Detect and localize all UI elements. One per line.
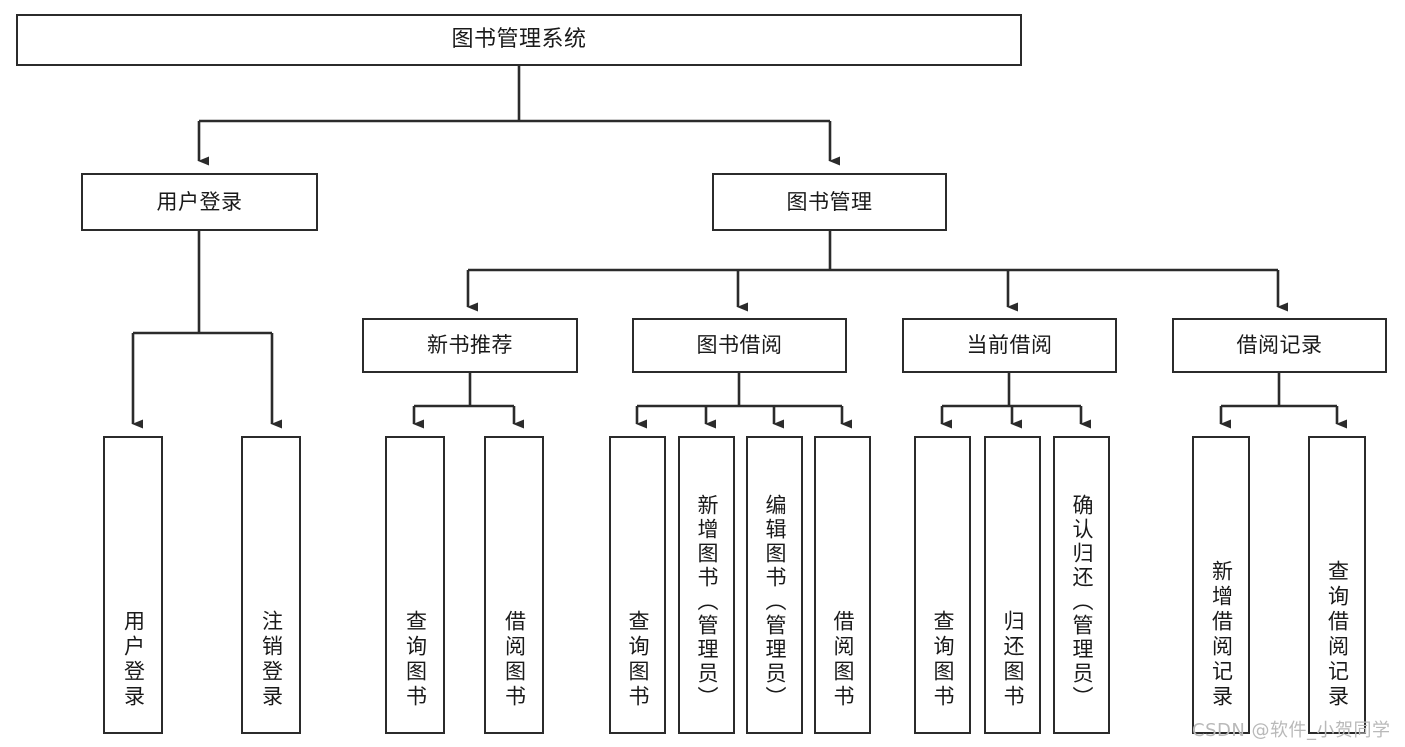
node-label: 注销登录 bbox=[259, 610, 284, 710]
node-leaf-query-book-borrow[interactable]: 查询图书 bbox=[609, 436, 666, 734]
node-label: 归还图书 bbox=[1001, 610, 1025, 710]
node-label: 查询借阅记录 bbox=[1325, 560, 1350, 710]
node-label: 查询图书 bbox=[931, 610, 955, 710]
node-leaf-add-book-admin[interactable]: 新增图书（管理员） bbox=[678, 436, 735, 734]
node-label: 确认归还（管理员） bbox=[1070, 494, 1094, 710]
node-leaf-query-book-current[interactable]: 查询图书 bbox=[914, 436, 971, 734]
node-root-book-management-system[interactable]: 图书管理系统 bbox=[16, 14, 1022, 66]
node-leaf-borrow-book-recommend[interactable]: 借阅图书 bbox=[484, 436, 544, 734]
node-label: 新增借阅记录 bbox=[1209, 560, 1234, 710]
node-label: 查询图书 bbox=[403, 610, 428, 710]
node-label: 新增图书（管理员） bbox=[695, 494, 719, 710]
node-leaf-user-login[interactable]: 用户登录 bbox=[103, 436, 163, 734]
node-new-book-recommendation[interactable]: 新书推荐 bbox=[362, 318, 578, 373]
watermark-text: CSDN @软件_小贺同学 bbox=[1192, 720, 1391, 741]
node-leaf-logout[interactable]: 注销登录 bbox=[241, 436, 301, 734]
node-leaf-edit-book-admin[interactable]: 编辑图书（管理员） bbox=[746, 436, 803, 734]
node-label: 新书推荐 bbox=[427, 333, 513, 358]
node-label: 图书管理系统 bbox=[451, 27, 587, 53]
node-book-management[interactable]: 图书管理 bbox=[712, 173, 947, 231]
node-label: 编辑图书（管理员） bbox=[763, 494, 787, 710]
node-leaf-add-borrow-record[interactable]: 新增借阅记录 bbox=[1192, 436, 1250, 734]
node-label: 借阅记录 bbox=[1236, 333, 1323, 358]
node-leaf-confirm-return-admin[interactable]: 确认归还（管理员） bbox=[1053, 436, 1110, 734]
node-borrowing-records[interactable]: 借阅记录 bbox=[1172, 318, 1387, 373]
node-user-login[interactable]: 用户登录 bbox=[81, 173, 318, 231]
node-label: 借阅图书 bbox=[831, 610, 855, 710]
node-label: 查询图书 bbox=[626, 610, 650, 710]
node-leaf-return-book[interactable]: 归还图书 bbox=[984, 436, 1041, 734]
node-label: 当前借阅 bbox=[966, 333, 1053, 358]
node-leaf-lend-book[interactable]: 借阅图书 bbox=[814, 436, 871, 734]
node-label: 借阅图书 bbox=[502, 610, 527, 710]
node-book-borrowing[interactable]: 图书借阅 bbox=[632, 318, 847, 373]
node-leaf-query-book-recommend[interactable]: 查询图书 bbox=[385, 436, 445, 734]
node-current-borrowing[interactable]: 当前借阅 bbox=[902, 318, 1117, 373]
node-label: 图书借阅 bbox=[696, 333, 783, 358]
node-label: 图书管理 bbox=[786, 189, 873, 214]
node-leaf-query-borrow-record[interactable]: 查询借阅记录 bbox=[1308, 436, 1366, 734]
node-label: 用户登录 bbox=[121, 610, 146, 710]
node-label: 用户登录 bbox=[156, 189, 243, 214]
